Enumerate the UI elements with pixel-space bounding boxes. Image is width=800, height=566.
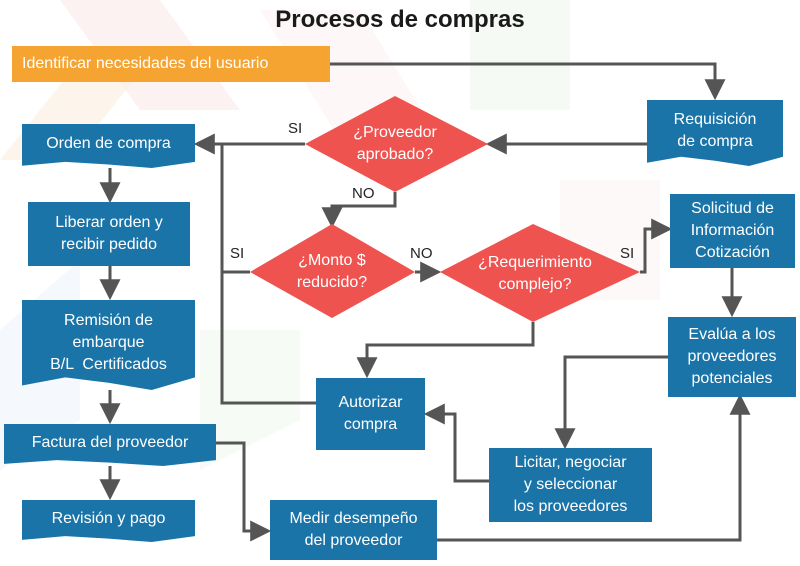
edge-label-si-monto: SI (230, 245, 245, 262)
node-medir-desempeno: Medir desempeño del proveedor (270, 500, 437, 560)
node-remision-de-embarque: Remisión de embarque B/L Certificados (22, 300, 195, 390)
node-autorizar-line2: compra (343, 416, 398, 433)
node-liberar-orden: Liberar orden y recibir pedido (28, 202, 190, 266)
edge-evalua-licitar (554, 355, 668, 450)
node-requisicion-line2: de compra (677, 132, 753, 150)
node-orden-de-compra: Orden de compra (22, 124, 195, 168)
node-medir-line1: Medir desempeño (289, 510, 418, 527)
node-identificar-label: Identificar necesidades del usuario (22, 55, 269, 72)
decision-requerimiento-line2: complejo? (498, 276, 572, 293)
node-orden-label: Orden de compra (46, 134, 171, 152)
node-evalua-proveedores: Evalúa a los proveedores potenciales (668, 317, 796, 397)
node-revision-y-pago: Revisión y pago (22, 500, 195, 542)
edge-label-si-proveedor: SI (288, 120, 303, 137)
edge-medir-evalua (437, 393, 751, 542)
decision-proveedor-line2: aprobado? (356, 146, 434, 163)
decision-proveedor-aprobado: ¿Proveedor aprobado? (325, 122, 465, 166)
decision-proveedor-aprobado-shape (305, 96, 488, 192)
edge-identificar-requisicion (330, 62, 726, 101)
decision-proveedor-line1: ¿Proveedor (353, 124, 437, 141)
node-liberar-line2: recibir pedido (60, 236, 158, 253)
node-evalua-line2: proveedores (687, 348, 777, 365)
decision-monto-reducido-shape (250, 224, 415, 318)
node-factura-del-proveedor: Factura del proveedor (4, 424, 216, 466)
node-licitar-line2: y seleccionar (523, 476, 618, 493)
node-evalua-line3: potenciales (691, 370, 773, 387)
decision-monto-reducido: ¿Monto $ reducido? (270, 250, 394, 294)
edge-label-no-monto: NO (410, 245, 433, 262)
diagram-title: Procesos de compras (275, 6, 525, 33)
node-revision-label: Revisión y pago (51, 509, 166, 527)
edge-requerimiento-solicitud (640, 218, 673, 274)
node-remision-line3: B/L Certificados (50, 355, 167, 373)
node-liberar-line1: Liberar orden y (55, 214, 163, 231)
edge-factura-medir (216, 441, 272, 542)
decision-monto-line1: ¿Monto $ (298, 252, 366, 269)
edge-autorizar-orden (220, 272, 316, 405)
node-solicitud-line2: Información (690, 222, 775, 239)
decision-monto-line2: reducido? (296, 274, 368, 291)
edge-label-no-proveedor: NO (352, 185, 375, 202)
decision-requerimiento-complejo: ¿Requerimiento complejo? (455, 252, 615, 296)
node-requisicion-de-compra: Requisición de compra (647, 100, 783, 166)
node-requisicion-line1: Requisición (673, 110, 757, 128)
node-autorizar-line1: Autorizar (338, 394, 403, 411)
node-solicitud-line1: Solicitud de (691, 200, 774, 217)
edge-label-si-requerimiento: SI (620, 245, 635, 262)
node-solicitud-line3: Cotización (695, 244, 770, 261)
decision-requerimiento-complejo-shape (440, 224, 640, 322)
node-remision-line2: embarque (72, 333, 145, 351)
edge-proveedor-monto (321, 192, 397, 229)
node-identificar-necesidades: Identificar necesidades del usuario (12, 46, 330, 82)
edge-requerimiento-autorizar (356, 322, 535, 379)
node-evalua-line1: Evalúa a los (688, 326, 776, 343)
node-autorizar-compra: Autorizar compra (316, 378, 425, 450)
node-remision-line1: Remisión de (64, 311, 153, 329)
node-factura-label: Factura del proveedor (31, 433, 189, 451)
node-medir-line2: del proveedor (304, 532, 403, 549)
node-licitar-negociar: Licitar, negociar y seleccionar los prov… (489, 448, 652, 522)
decision-requerimiento-line1: ¿Requerimiento (478, 254, 592, 271)
edge-licitar-autorizar (423, 403, 489, 483)
node-licitar-line3: los proveedores (513, 498, 628, 515)
node-licitar-line1: Licitar, negociar (514, 454, 627, 471)
node-solicitud-informacion: Solicitud de Información Cotización (670, 194, 795, 268)
